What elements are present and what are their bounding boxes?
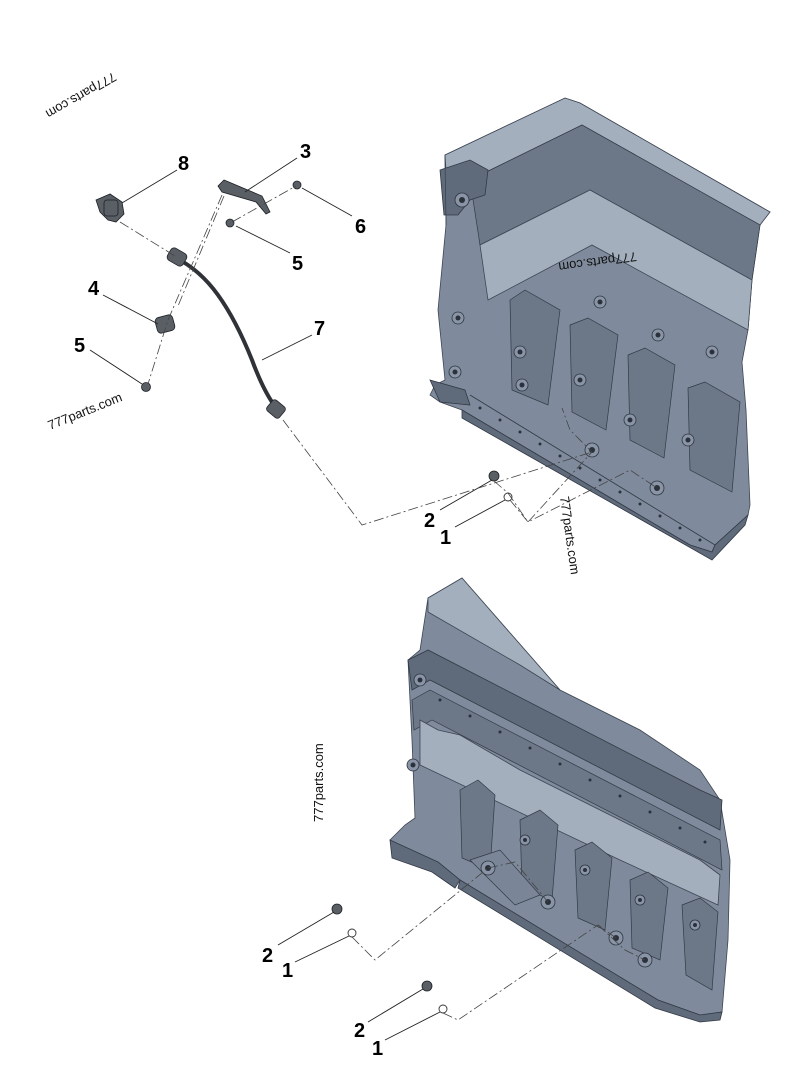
callout-8: 8 xyxy=(178,153,189,175)
assembly-lines xyxy=(119,185,658,1021)
clip-part-4 xyxy=(154,314,176,334)
plug-part-2-bottom-b xyxy=(421,980,433,992)
callout-6: 6 xyxy=(355,216,366,238)
callout-1-bottom-a: 1 xyxy=(282,960,293,982)
engine-block-bottom xyxy=(389,577,731,1023)
callout-2-top: 2 xyxy=(424,510,435,532)
watermark-left-mid: 777parts.com xyxy=(46,389,125,432)
watermark-vertical-bottom: 777parts.com xyxy=(311,743,326,822)
callout-2-bottom-b: 2 xyxy=(354,1020,365,1042)
leader-lines xyxy=(89,157,506,1041)
callout-5-lower: 5 xyxy=(74,335,85,357)
callout-4: 4 xyxy=(88,278,100,300)
callout-1-top: 1 xyxy=(440,527,451,549)
washer-part-1-bottom-b xyxy=(438,1004,448,1014)
callout-1-bottom-b: 1 xyxy=(372,1038,383,1060)
callout-3: 3 xyxy=(300,141,311,163)
washer-part-1-bottom-a xyxy=(347,928,357,938)
engine-block-top xyxy=(429,97,771,561)
callouts: 8 3 6 5 4 7 5 2 1 2 1 2 1 xyxy=(74,141,451,1060)
plug-part-2-top xyxy=(488,470,500,482)
bolt-part-5-upper xyxy=(225,218,235,228)
nut-part-6 xyxy=(292,180,302,190)
watermark-vertical-mid: 777parts.com xyxy=(557,495,583,575)
callout-2-bottom-a: 2 xyxy=(262,945,273,967)
callout-5-upper: 5 xyxy=(292,253,303,275)
callout-7: 7 xyxy=(314,318,325,340)
bolt-part-5-lower xyxy=(141,382,151,392)
bracket-part-3 xyxy=(217,179,271,215)
harness-part-7 xyxy=(166,247,286,419)
sensor-part-8 xyxy=(95,193,125,223)
plug-part-2-bottom-a xyxy=(331,903,343,915)
watermark-top-left: 777parts.com xyxy=(43,69,119,121)
